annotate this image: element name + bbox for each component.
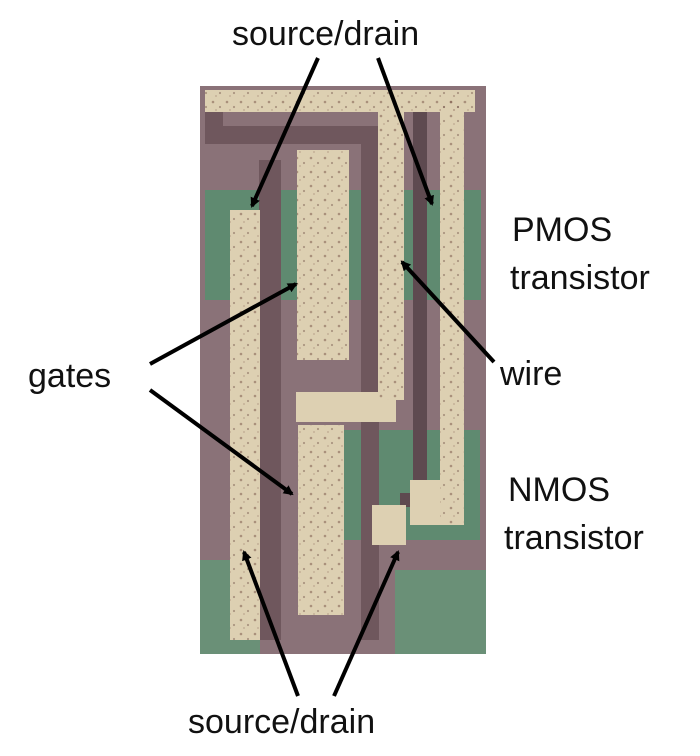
speckle-overlay-pmos	[297, 150, 349, 360]
speckle-overlay-nmos	[298, 425, 344, 615]
nmos-right-contact	[372, 505, 406, 545]
arrow-bottom-source-drain-left	[242, 550, 300, 697]
arrow-top-source-drain-right	[376, 57, 434, 206]
gate-routing-path	[205, 100, 379, 640]
arrow-top-source-drain-left	[250, 57, 320, 208]
speckle-overlay-top	[205, 90, 475, 112]
label-wire: wire	[500, 355, 563, 393]
label-nmos: NMOS	[508, 471, 610, 509]
arrow-gates-nmos	[148, 388, 294, 496]
label-nmos-transistor: transistor	[504, 519, 644, 557]
label-source-drain-top: source/drain	[232, 15, 420, 53]
speckle-overlay-mid	[378, 110, 404, 400]
arrow-bottom-source-drain-right	[332, 550, 400, 697]
label-gates: gates	[28, 357, 112, 395]
label-pmos: PMOS	[512, 211, 613, 249]
label-pmos-transistor: transistor	[510, 259, 650, 297]
arrow-gates-pmos	[149, 282, 298, 366]
lower-right-green	[395, 570, 486, 654]
arrow-wire	[400, 260, 496, 364]
speckle-overlay-left	[230, 210, 260, 640]
label-source-drain-bottom: source/drain	[188, 703, 376, 741]
